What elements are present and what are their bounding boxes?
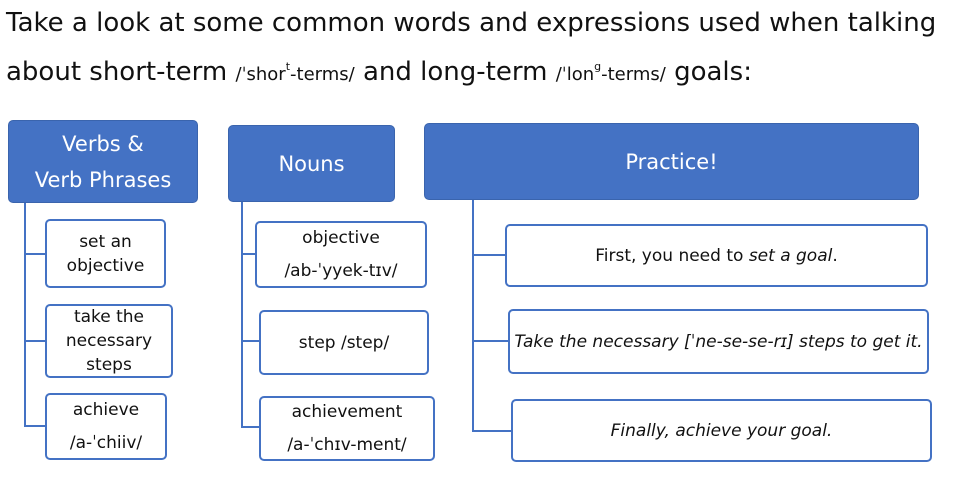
noun-item-line: objective (302, 227, 380, 248)
practice-connector-3 (472, 430, 511, 432)
verb-item-pronunciation: /a-ˈchiiv/ (69, 432, 143, 453)
noun-item-achievement: achievement /a-ˈchɪv-ment/ (259, 396, 435, 461)
practice-text-italic: set a goal (748, 245, 833, 266)
verbs-connector-2 (24, 340, 45, 342)
nouns-connector-1 (241, 253, 255, 255)
practice-connector-2 (472, 340, 508, 342)
page-title: Take a look at some common words and exp… (6, 2, 956, 96)
practice-connector-vertical (472, 200, 474, 432)
practice-text: First, you need to (595, 245, 749, 266)
long-term-pronunciation: /ˈlong-terms/ (555, 60, 666, 85)
verbs-connector-3 (24, 425, 45, 427)
verbs-header-line-1: Verbs & (62, 131, 144, 156)
title-about: about short-term (6, 57, 236, 87)
nouns-header: Nouns (228, 125, 395, 202)
short-pron-pre: /ˈshor (235, 64, 286, 85)
practice-text-italic: Take the necessary [ˈne-se-se-rɪ] steps … (514, 331, 923, 352)
nouns-connector-vertical (241, 202, 243, 428)
noun-item-step: step /step/ (259, 310, 429, 375)
noun-item-objective: objective /ab-ˈyyek-tɪv/ (255, 221, 427, 288)
short-term-pronunciation: /ˈshort-terms/ (235, 60, 355, 85)
verbs-header: Verbs & Verb Phrases (8, 120, 198, 203)
nouns-connector-3 (241, 426, 259, 428)
verb-item-line: take the (73, 307, 145, 327)
title-goals: goals: (665, 57, 752, 87)
noun-item-line: achievement (291, 401, 403, 422)
verbs-header-line-2: Verb Phrases (34, 167, 172, 192)
verb-item-line: necessary (65, 331, 153, 351)
verb-item-achieve: achieve /a-ˈchiiv/ (45, 393, 167, 460)
practice-header-label: Practice! (625, 149, 718, 174)
practice-item-2: Take the necessary [ˈne-se-se-rɪ] steps … (508, 309, 929, 374)
verb-item-line: objective (66, 255, 145, 276)
title-and-long: and long-term (354, 57, 556, 87)
short-pron-post: -terms/ (290, 64, 355, 85)
verb-item-set-an-objective: set an objective (45, 219, 166, 288)
verb-item-line: steps (86, 355, 132, 375)
verbs-connector-vertical (24, 203, 26, 427)
long-pron-sup: g (594, 60, 602, 73)
practice-connector-1 (472, 254, 505, 256)
nouns-connector-2 (241, 340, 259, 342)
verbs-connector-1 (24, 253, 45, 255)
verb-item-line: set an (79, 231, 132, 252)
verb-item-line: achieve (72, 399, 140, 420)
noun-item-pronunciation: /a-ˈchɪv-ment/ (287, 434, 407, 455)
practice-header: Practice! (424, 123, 919, 200)
title-line-1: Take a look at some common words and exp… (6, 8, 937, 38)
practice-item-1: First, you need to set a goal. (505, 224, 928, 287)
long-pron-pre: /ˈlon (555, 64, 595, 85)
noun-item-pronunciation: /ab-ˈyyek-tɪv/ (284, 260, 398, 281)
noun-item-line: step /step/ (298, 332, 390, 353)
verb-item-take-the-necessary-steps: take the necessary steps (45, 304, 173, 378)
practice-item-3: Finally, achieve your goal. (511, 399, 932, 462)
title-line-2: about short-term /ˈshort-terms/ and long… (6, 45, 956, 96)
long-pron-post: -terms/ (601, 64, 666, 85)
practice-text: . (832, 245, 838, 266)
nouns-header-label: Nouns (278, 151, 345, 176)
short-pron-sup: t (285, 60, 291, 73)
practice-text-italic: Finally, achieve your goal. (610, 420, 833, 441)
